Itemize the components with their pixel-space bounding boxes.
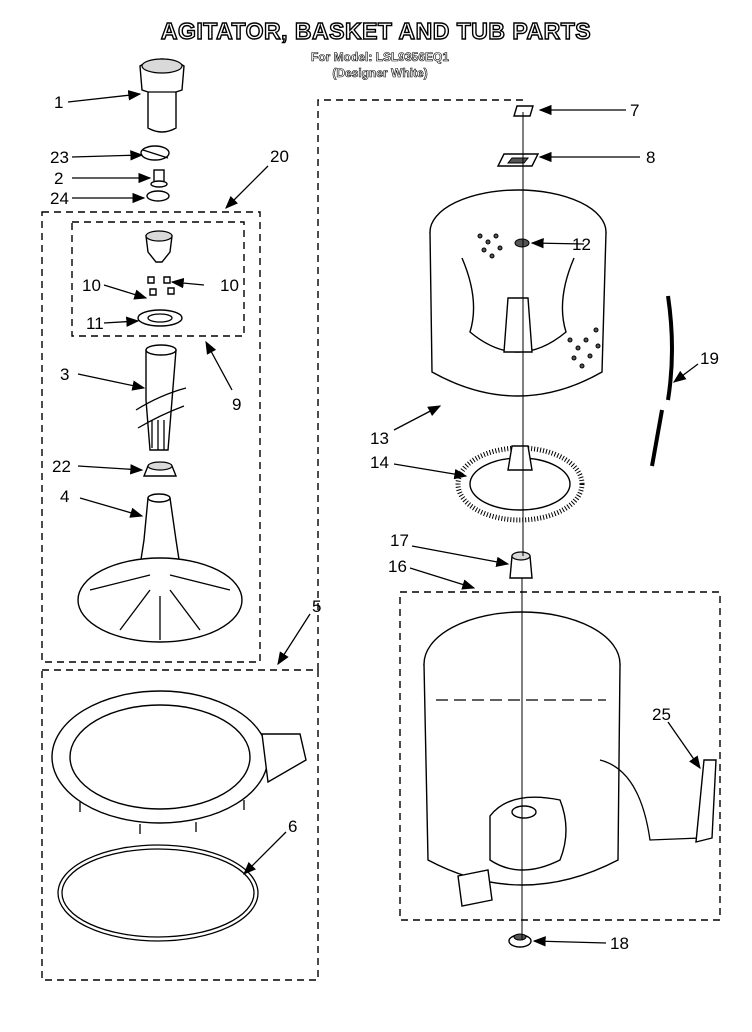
diagram-title: AGITATOR, BASKET AND TUB PARTS [160, 17, 592, 44]
spin-basket [429, 189, 607, 397]
cam-kit-box [71, 221, 245, 337]
callout-22: 22 [52, 457, 71, 476]
tub-ring-box [41, 669, 319, 981]
agitator-cam [145, 230, 173, 263]
model-number: For Model: LSL9356EQ1 [310, 50, 450, 65]
callout-5: 5 [312, 597, 321, 616]
callout-6: 6 [288, 817, 297, 836]
drive-bell [142, 461, 178, 477]
callout-7: 7 [630, 101, 639, 120]
callout-18: 18 [610, 934, 629, 953]
callout-25: 25 [652, 705, 671, 724]
callout-1: 1 [54, 93, 63, 112]
callout-8: 8 [646, 148, 655, 167]
dispenser-cap-ring [140, 145, 170, 161]
callout-20: 20 [270, 147, 289, 166]
fabric-softener-dispenser [139, 58, 185, 133]
tub-seal-ring [57, 844, 259, 942]
tub-ring [51, 690, 307, 834]
callout-14: 14 [370, 453, 389, 472]
agitator-base [77, 493, 243, 643]
drain-hose [599, 759, 717, 843]
callout-4: 4 [60, 487, 69, 506]
agitator-bolt [150, 169, 168, 188]
dog-ring [137, 309, 183, 327]
callout-19: 19 [700, 349, 719, 368]
callout-12: 12 [572, 235, 591, 254]
agitator-dogs [147, 276, 175, 296]
callout-10-right: 10 [220, 276, 239, 295]
callout-17: 17 [390, 531, 409, 550]
spanner-nut [513, 105, 534, 117]
balance-ring-drain-pump [455, 445, 585, 523]
agitator-assembly-box [41, 211, 261, 663]
leader-dashed-line [317, 99, 525, 670]
callout-labels: 1 23 2 24 20 10 10 11 3 9 22 4 5 6 7 8 1… [50, 93, 719, 953]
callout-23: 23 [50, 148, 69, 167]
hose-19 [650, 295, 674, 467]
callout-16: 16 [388, 557, 407, 576]
leader-lines [67, 90, 701, 947]
callout-3: 3 [60, 365, 69, 384]
callout-11: 11 [86, 314, 104, 333]
washer [146, 190, 170, 202]
agitator-upper-barrel [135, 344, 187, 451]
callout-2: 2 [54, 169, 63, 188]
hub-seal [496, 153, 540, 167]
spin-tube-bearing [509, 551, 533, 579]
model-color: (Designer White) [332, 66, 428, 81]
outer-tub-box [399, 591, 721, 921]
center-axis-line [521, 112, 524, 940]
callout-13: 13 [370, 429, 389, 448]
callout-9: 9 [232, 395, 241, 414]
callout-10-left: 10 [82, 276, 101, 295]
tub-plug [508, 933, 532, 948]
callout-24: 24 [50, 189, 69, 208]
